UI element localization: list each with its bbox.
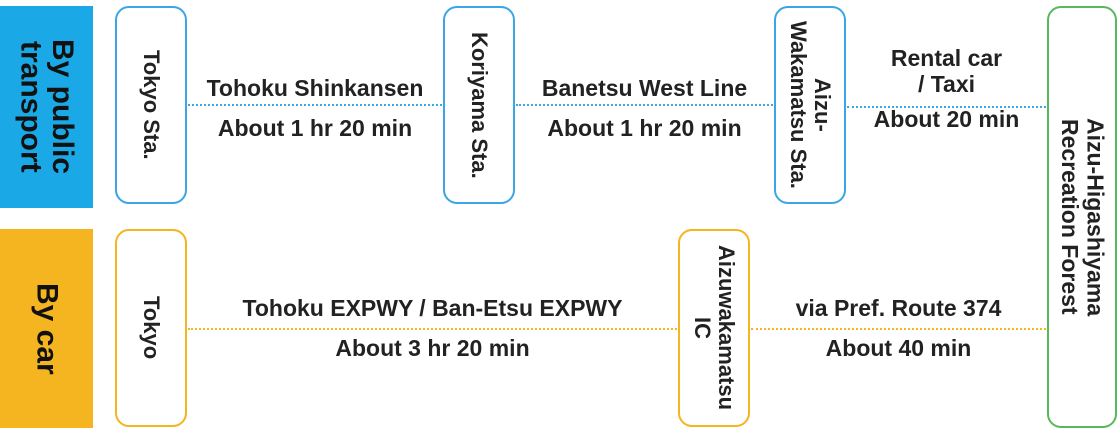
leg-expressway: Tohoku EXPWY / Ban-Etsu EXPWY About 3 hr…: [188, 295, 677, 362]
leg-route: Tohoku Shinkansen: [206, 75, 424, 101]
leg-route: via Pref. Route 374: [795, 295, 1002, 321]
stop-tokyo-label: Tokyo: [139, 296, 165, 360]
stop-aizuwakamatsu-station: Aizu- Wakamatsu Sta.: [774, 6, 846, 204]
stop-tokyo: Tokyo: [115, 229, 187, 427]
leg-shinkansen: Tohoku Shinkansen About 1 hr 20 min: [188, 75, 442, 142]
connector-line: [188, 104, 442, 106]
leg-banetsu: Banetsu West Line About 1 hr 20 min: [516, 75, 773, 142]
leg-route: Banetsu West Line: [541, 75, 748, 101]
mode-label-public-text: By public transport: [14, 39, 80, 175]
leg-time: About 1 hr 20 min: [217, 115, 413, 142]
leg-rental-taxi: Rental car / Taxi About 20 min: [847, 45, 1046, 132]
mode-label-car-text: By car: [30, 282, 64, 375]
connector-line: [751, 328, 1046, 330]
leg-route: Rental car / Taxi: [890, 45, 1003, 98]
stop-koriyama-station-label: Koriyama Sta.: [467, 31, 493, 179]
stop-aizuwakamatsu-ic: Aizuwakamatsu IC: [678, 229, 750, 427]
connector-line: [188, 328, 677, 330]
leg-time: About 20 min: [873, 105, 1020, 132]
leg-time: About 3 hr 20 min: [335, 335, 530, 362]
mode-label-public: By public transport: [0, 6, 93, 208]
leg-route: Tohoku EXPWY / Ban-Etsu EXPWY: [242, 295, 623, 321]
stop-aizuwakamatsu-ic-label: Aizuwakamatsu IC: [690, 245, 740, 411]
connector-line: [847, 106, 1046, 108]
destination-box: Aizu-Higashiyama Recreation Forest: [1047, 6, 1117, 428]
stop-koriyama-station: Koriyama Sta.: [443, 6, 515, 204]
connector-line: [516, 104, 773, 106]
leg-route-374: via Pref. Route 374 About 40 min: [751, 295, 1046, 362]
stop-tokyo-station-label: Tokyo Sta.: [139, 50, 165, 160]
leg-time: About 40 min: [825, 335, 972, 362]
leg-time: About 1 hr 20 min: [547, 115, 742, 142]
stop-tokyo-station: Tokyo Sta.: [115, 6, 187, 204]
stop-aizuwakamatsu-station-label: Aizu- Wakamatsu Sta.: [786, 21, 836, 189]
mode-label-car: By car: [0, 229, 93, 428]
destination-label: Aizu-Higashiyama Recreation Forest: [1057, 117, 1109, 317]
